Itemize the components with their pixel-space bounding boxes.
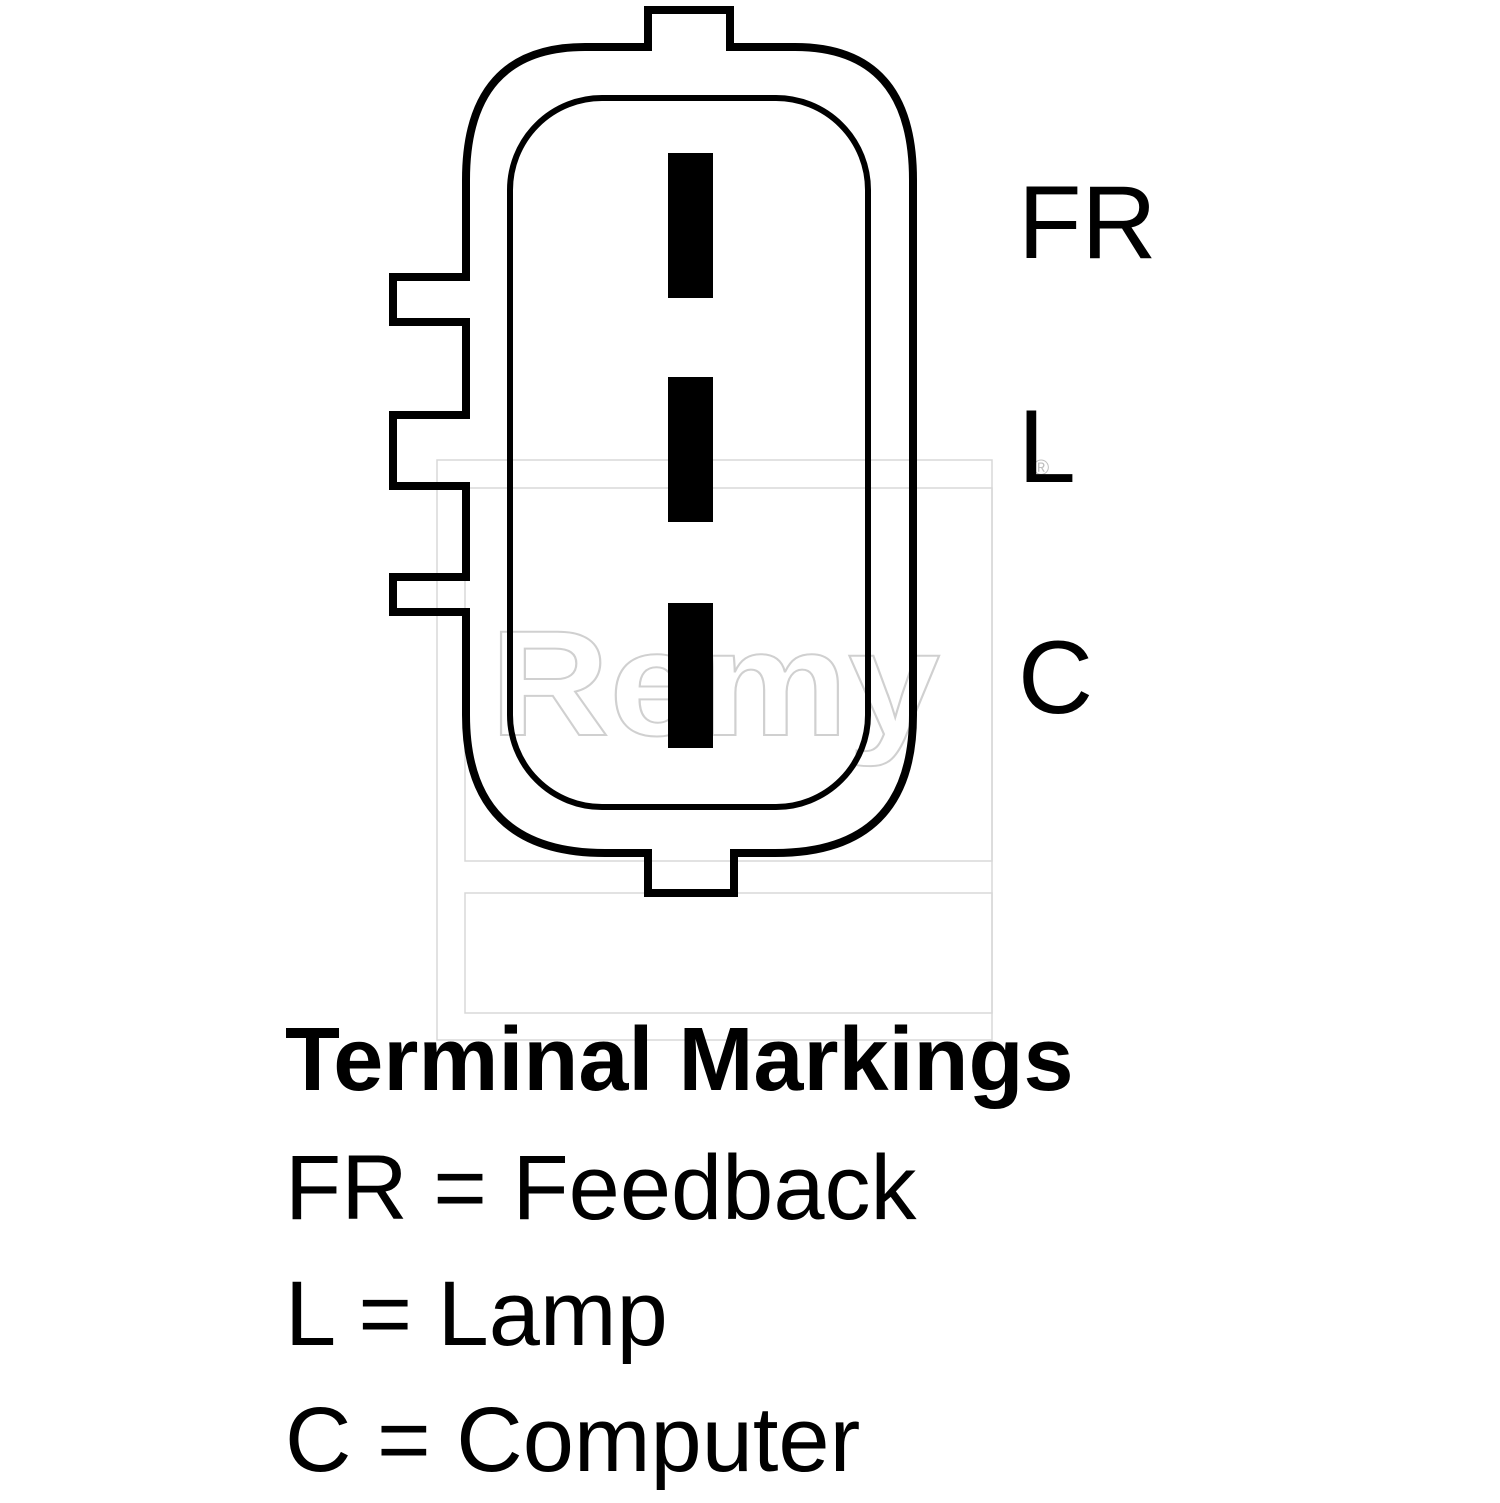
pin-label-c: C [1018, 620, 1093, 736]
legend-title: Terminal Markings [285, 1010, 1074, 1110]
pin-fr [668, 153, 713, 298]
pin-label-fr: FR [1018, 165, 1157, 281]
remy-watermark: Remy ® [436, 455, 1049, 1041]
connector-housing [389, 6, 917, 897]
legend-item-lamp: L = Lamp [285, 1263, 668, 1365]
svg-text:®: ® [1033, 455, 1049, 480]
pin-c [668, 603, 713, 748]
pin-l [668, 377, 713, 522]
connector-cavity [507, 95, 871, 810]
terminal-legend: Terminal Markings FR = Feedback L = Lamp… [285, 995, 1074, 1503]
pin-label-l: L [1018, 389, 1076, 505]
svg-text:Remy: Remy [490, 599, 940, 767]
legend-item-computer: C = Computer [285, 1389, 861, 1491]
legend-item-feedback: FR = Feedback [285, 1137, 917, 1239]
